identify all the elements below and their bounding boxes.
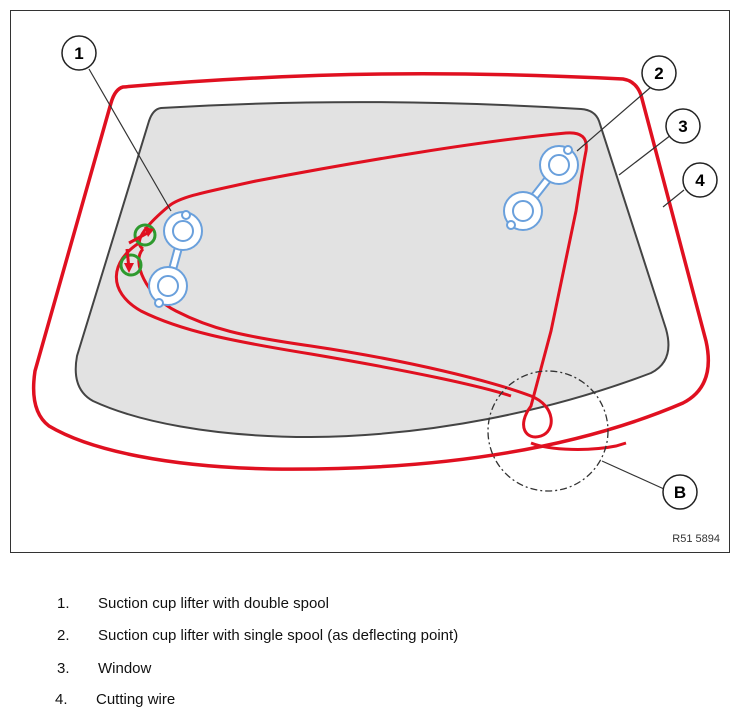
cutting-wire-lower-right <box>530 441 627 451</box>
svg-text:4: 4 <box>695 171 705 190</box>
marker-circle-upper <box>133 223 157 247</box>
svg-text:B: B <box>674 483 686 502</box>
window-glass <box>74 101 670 439</box>
arrow-lower-head <box>124 263 134 273</box>
cutting-wire-inner-left <box>114 241 512 398</box>
legend-text: Suction cup lifter with double spool <box>98 595 329 612</box>
windshield-diagram: 1 2 3 4 B <box>31 35 718 510</box>
leader-line-2 <box>576 86 652 152</box>
legend-text: Cutting wire <box>96 691 176 708</box>
svg-text:3: 3 <box>678 117 687 136</box>
figure-code: R51 5894 <box>672 533 720 545</box>
marker-circle-lower <box>119 253 143 277</box>
diagram-figure: 1 2 3 4 B R51 5894 <box>10 10 730 553</box>
legend-text: Window <box>98 660 152 677</box>
leader-line-3 <box>618 134 672 176</box>
cutting-wire-route <box>137 131 588 439</box>
svg-text:1: 1 <box>74 44 83 63</box>
callout-4: 4 <box>682 162 718 198</box>
suction-cup-lifter-single-spool <box>503 145 579 231</box>
callout-b: B <box>662 474 698 510</box>
arrow-upper-head <box>144 227 154 237</box>
legend-number: 3. <box>57 660 70 677</box>
leader-line-4 <box>662 189 685 208</box>
legend-number: 1. <box>57 595 70 612</box>
cutting-wire-outer-loop <box>31 72 711 471</box>
legend-text: Suction cup lifter with single spool (as… <box>98 627 459 644</box>
legend-number: 2. <box>57 627 70 644</box>
suction-cup-lifter-double-spool <box>148 210 203 308</box>
callout-3: 3 <box>665 108 701 144</box>
leader-line-1 <box>88 68 172 212</box>
legend-number: 4. <box>55 691 68 708</box>
detail-circle-b <box>487 370 609 492</box>
svg-text:2: 2 <box>654 64 663 83</box>
leader-line-b <box>601 460 665 490</box>
callout-1: 1 <box>61 35 97 71</box>
callout-2: 2 <box>641 55 677 91</box>
